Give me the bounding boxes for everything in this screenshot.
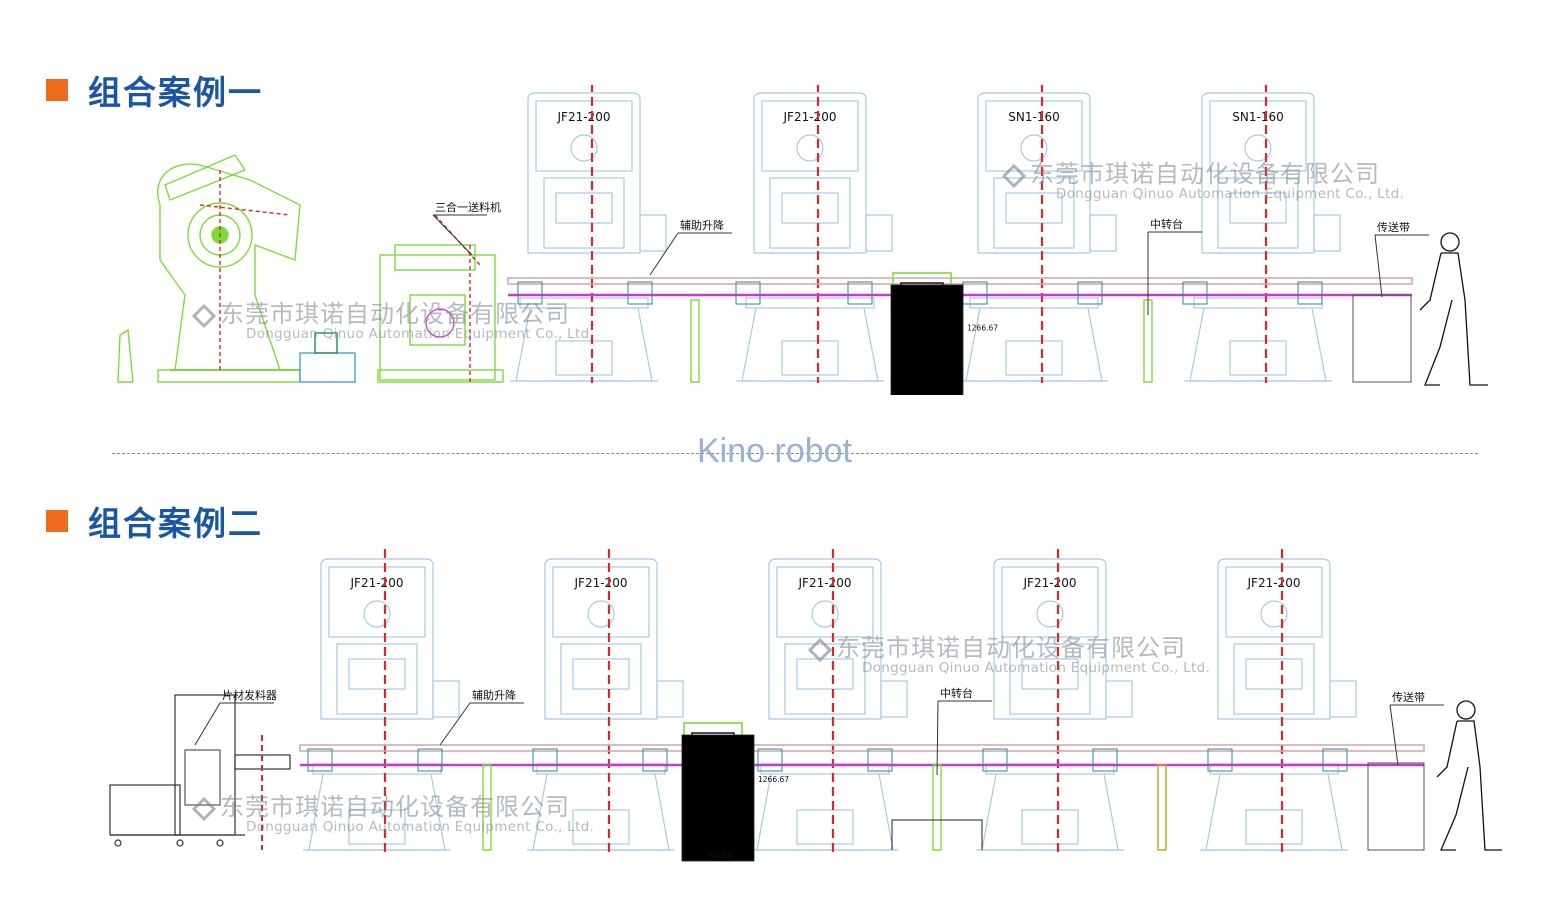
gripper-station bbox=[1182, 281, 1208, 305]
section-title-2: 组合案例二 bbox=[46, 497, 263, 545]
press-model-label: JF21-200 bbox=[798, 576, 852, 590]
press-model-label: JF21-200 bbox=[1023, 576, 1077, 590]
operator-figure bbox=[1419, 232, 1488, 386]
conveyor-box bbox=[1367, 762, 1425, 851]
gripper-station bbox=[735, 281, 761, 305]
operator-figure bbox=[1436, 700, 1502, 851]
gripper-station bbox=[1297, 281, 1323, 305]
gripper-station bbox=[517, 281, 543, 305]
press-machine bbox=[303, 558, 460, 851]
brand-text: Kino robot bbox=[697, 432, 852, 470]
title-bullet-icon bbox=[46, 79, 68, 101]
section-divider bbox=[112, 453, 1478, 454]
callout-turntable: 中转台 bbox=[1150, 217, 1183, 231]
layout-diagram-case-2: JF21-200 JF21-200 JF21-200 JF21-200 JF21-200… bbox=[109, 549, 1502, 862]
title-bullet-icon bbox=[46, 510, 68, 532]
callout-aux-lift: 辅助升降 bbox=[472, 688, 516, 702]
gripper-station bbox=[982, 748, 1008, 772]
support-post bbox=[482, 764, 492, 851]
transfer-rail bbox=[507, 277, 1413, 285]
section-title-text: 组合案例一 bbox=[88, 73, 263, 112]
callout-conveyor: 传送带 bbox=[1392, 690, 1425, 704]
press-model-label: SN1-160 bbox=[1008, 110, 1059, 124]
press-machine bbox=[1200, 558, 1357, 851]
gripper-station bbox=[847, 281, 873, 305]
press-model-label: JF21-200 bbox=[574, 576, 628, 590]
press-model-label: JF21-200 bbox=[557, 110, 611, 124]
support-post bbox=[690, 299, 700, 383]
sheet-feeder-machine bbox=[109, 694, 291, 850]
support-post bbox=[932, 764, 942, 851]
callout-turntable: 中转台 bbox=[940, 686, 973, 700]
gripper-station bbox=[642, 748, 668, 772]
press-machine bbox=[751, 558, 908, 851]
callout-sheet-feeder: 片材发料器 bbox=[222, 688, 277, 702]
press-machine bbox=[1184, 92, 1341, 382]
press-model-label: JF21-200 bbox=[350, 576, 404, 590]
callout-aux-lift: 辅助升降 bbox=[680, 218, 724, 232]
gripper-station bbox=[757, 748, 783, 772]
section-title-1: 组合案例一 bbox=[46, 66, 263, 114]
press-machine bbox=[510, 92, 667, 382]
gripper-station bbox=[627, 281, 653, 305]
gripper-station bbox=[532, 748, 558, 772]
dimension-label: 1266.67 bbox=[967, 324, 998, 333]
press-machine bbox=[976, 558, 1133, 851]
gripper-station bbox=[1077, 281, 1103, 305]
conveyor-box bbox=[1352, 294, 1412, 383]
gripper-station bbox=[417, 748, 443, 772]
coil-feeder-machines bbox=[117, 154, 504, 383]
gripper-station bbox=[1092, 748, 1118, 772]
section-title-text: 组合案例二 bbox=[88, 504, 263, 543]
transfer-rail bbox=[299, 744, 1425, 752]
dimension-label: 1266.67 bbox=[758, 775, 789, 784]
gripper-station bbox=[1322, 748, 1348, 772]
gripper-station bbox=[1207, 748, 1233, 772]
gripper-station bbox=[867, 748, 893, 772]
support-post bbox=[1157, 764, 1167, 851]
press-machine bbox=[960, 92, 1117, 382]
press-machine bbox=[527, 558, 684, 851]
press-machine bbox=[736, 92, 893, 382]
gripper-station bbox=[307, 748, 333, 772]
callout-feeder: 三合一送料机 bbox=[435, 200, 501, 214]
gripper-station bbox=[962, 281, 988, 305]
turntable-base bbox=[891, 819, 983, 850]
callout-conveyor: 传送带 bbox=[1377, 220, 1410, 234]
press-model-label: SN1-160 bbox=[1232, 110, 1283, 124]
dimension-label: 700.00 bbox=[706, 851, 732, 860]
press-model-label: JF21-200 bbox=[783, 110, 837, 124]
press-model-label: JF21-200 bbox=[1247, 576, 1301, 590]
